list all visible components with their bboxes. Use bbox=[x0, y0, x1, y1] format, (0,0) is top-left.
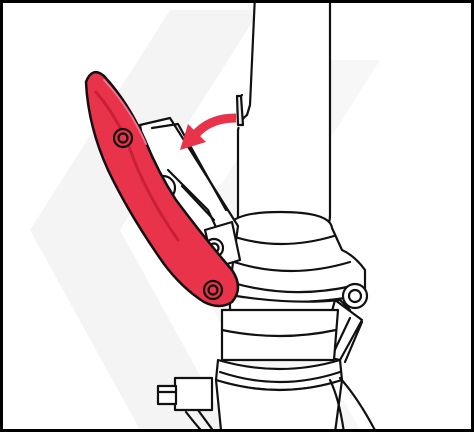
folding-hinge-illustration bbox=[3, 3, 471, 429]
curved-arrow-counterclockwise-icon bbox=[180, 118, 236, 150]
steerer-tube bbox=[216, 310, 342, 429]
stem-tube bbox=[237, 3, 330, 232]
clamp-ring bbox=[225, 212, 365, 302]
